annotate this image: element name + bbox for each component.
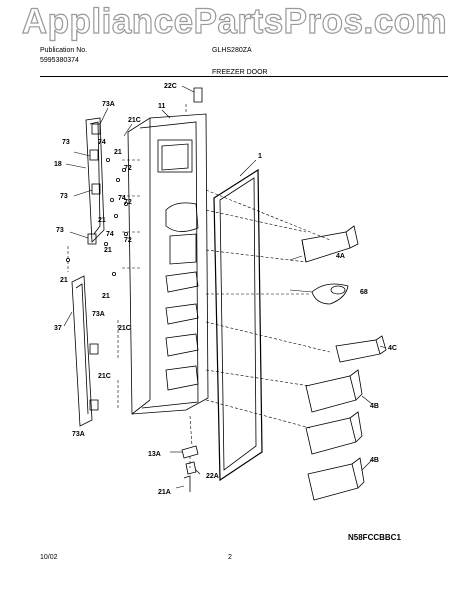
trim-rail-upper: [85, 117, 105, 243]
callout: 18: [54, 161, 62, 168]
section-title: FREEZER DOOR: [212, 69, 268, 76]
callout: 21: [114, 149, 122, 156]
screw-21a: [183, 475, 191, 492]
callout: 1: [258, 153, 262, 160]
callout: 22C: [164, 83, 177, 90]
leader-lines: [63, 85, 387, 489]
bracket-73-1: [89, 149, 99, 161]
door-gasket: [213, 168, 263, 482]
callout: 73: [56, 227, 64, 234]
header-rule: [40, 76, 448, 77]
callout: 73: [62, 139, 70, 146]
callout: 72: [124, 199, 132, 206]
handle: [71, 275, 93, 427]
hinge-13a: [181, 445, 199, 459]
bushing-22a: [185, 461, 197, 475]
bracket-73a-mid: [89, 343, 99, 355]
callout: 21C: [98, 373, 111, 380]
callout: 21: [98, 217, 106, 224]
callout: 73: [60, 193, 68, 200]
page-number: 2: [228, 554, 232, 561]
callout: 13A: [148, 451, 161, 458]
model-number: GLHS280ZA: [212, 47, 252, 54]
callout: 4B: [370, 457, 379, 464]
publication-number: 5995380374: [40, 57, 79, 64]
callout: 74: [118, 195, 126, 202]
bracket-73a-top: [91, 123, 101, 135]
callout: 37: [54, 325, 62, 332]
bin-4a: [301, 225, 359, 263]
callout: 21C: [128, 117, 141, 124]
bracket-73-2: [91, 183, 101, 195]
publication-label: Publication No.: [40, 47, 88, 54]
assembly-lines: [67, 104, 331, 468]
callout: 73A: [102, 101, 115, 108]
footer-date: 10/02: [40, 554, 58, 561]
callout-labels: 22C 11 73A 21C 1 73 74 21 72 18 73 74 21…: [54, 83, 397, 496]
screws: [66, 157, 129, 276]
callout: 73A: [72, 431, 85, 438]
callout: 11: [158, 103, 166, 110]
watermark-logo: AppliancePartsPros.com: [21, 1, 448, 41]
bin-4c: [335, 335, 387, 363]
callout: 21C: [118, 325, 131, 332]
callout: 74: [106, 231, 114, 238]
dispenser-cup-68: [311, 283, 349, 305]
callout: 72: [124, 165, 132, 172]
callout: 72: [124, 237, 132, 244]
diagram-code: N58FCCBBC1: [348, 533, 401, 542]
callout: 21: [102, 293, 110, 300]
callout: 4B: [370, 403, 379, 410]
callout: 22A: [206, 473, 219, 480]
callout: 68: [360, 289, 368, 296]
bin-4b-2: [305, 411, 363, 455]
bin-4b-3: [307, 457, 365, 501]
bracket-73-3: [87, 233, 97, 245]
callout: 4A: [336, 253, 345, 260]
callout: 21A: [158, 489, 171, 496]
door-shell: [127, 113, 209, 415]
callout: 21: [60, 277, 68, 284]
callout: 74: [98, 139, 106, 146]
cap-22c: [193, 87, 203, 103]
callout: 4C: [388, 345, 397, 352]
bin-4b-1: [305, 369, 363, 413]
bracket-73a-low: [89, 399, 99, 411]
callout: 73A: [92, 311, 105, 318]
callout: 21: [104, 247, 112, 254]
